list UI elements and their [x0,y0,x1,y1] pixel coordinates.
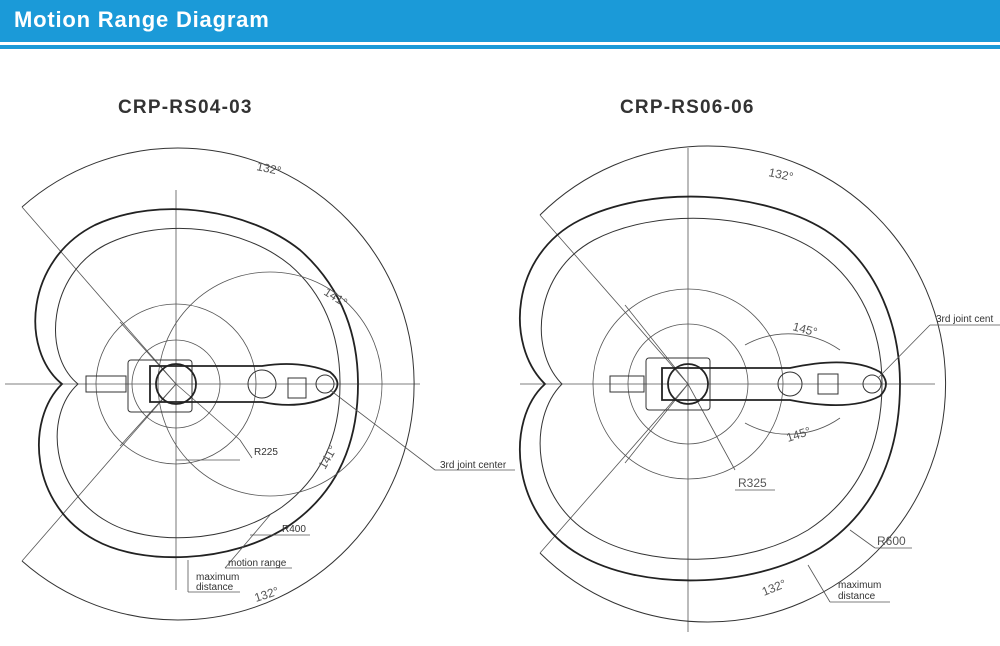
left-inner-circle-r225 [95,303,257,465]
right-angle-145-top: 145° [791,319,819,339]
left-arm-outline [149,363,339,406]
left-dim-line-c [175,383,241,441]
left-radius-r225: R225 [254,447,278,458]
right-r325-leader [687,383,736,471]
right-arc-145-bottom [744,417,841,435]
right-angle-145-bottom: 145° [785,424,813,445]
right-inner-circle-small [627,323,749,445]
right-tool-box [817,373,839,395]
page-title: Motion Range Diagram [14,7,270,32]
model-title-right: CRP-RS06-06 [620,97,755,118]
left-angle-141-bottom: 141° [315,443,340,472]
left-r225-leader-tip [239,439,253,459]
model-title-left: CRP-RS04-03 [118,97,253,118]
left-cable-connector [85,375,127,393]
left-joint1 [155,363,197,405]
left-angle-141-top: 141° [321,285,350,310]
right-base-plate [645,357,711,411]
right-angle-132-top: 132° [767,165,794,184]
right-motion-range-outer [518,195,901,582]
left-joint3 [315,374,335,394]
left-angle-132-bottom: 132° [253,584,281,605]
left-limit-line-bottom [21,383,177,562]
right-joint1 [667,363,709,405]
right-label-max-line1: maximum [838,580,881,591]
right-joint-leader [877,324,931,379]
right-joint2 [777,371,803,397]
left-inner-circle-small [131,339,221,429]
right-label-max-line2: distance [838,591,876,602]
right-dim-line-a [624,304,689,385]
left-radius-r400: R400 [282,524,306,535]
right-max-leader [807,564,831,603]
left-motion-range-outer [34,208,359,559]
left-limit-line-top [21,206,177,385]
right-arm-outline [661,361,887,407]
left-motion-range-leader [224,514,271,569]
left-dim-line-a [119,321,177,385]
left-joint2 [247,369,277,399]
right-radius-r600: R600 [877,534,906,548]
right-joint3 [862,374,882,394]
right-arc-145-top [744,333,841,351]
left-label-joint: 3rd joint center [440,460,507,471]
left-max-distance-arc [21,147,415,621]
left-motion-range-inner [55,227,341,539]
right-dim-line-b [624,383,689,464]
right-radius-r325: R325 [738,476,767,490]
right-angle-132-bottom: 132° [760,576,788,598]
right-label-joint: 3rd joint cent [936,314,993,325]
right-inner-circle-r325 [592,288,784,480]
right-max-distance-arc [539,145,947,623]
left-angle-132-top: 132° [255,159,282,178]
header-banner: Motion Range Diagram [0,0,1000,45]
diagram-left: 132° 141° 141° 132° R225 R400 motion ran… [5,147,515,621]
left-dim-line-b [119,383,177,447]
left-label-max-line2: distance [196,582,234,593]
right-limit-line-bottom [539,383,689,554]
right-motion-range-inner [539,217,883,560]
right-cable-connector [609,375,645,393]
right-r600-leader [849,529,876,549]
right-limit-line-top [539,214,689,385]
left-label-motion-range: motion range [228,558,287,569]
left-base-plate [127,359,193,413]
diagram-right: 132° 145° 145° 132° R325 R600 maximum di… [518,145,1000,632]
left-joint-leader [329,389,436,471]
left-joint-circle [157,271,383,497]
left-tool-box [287,377,307,399]
left-label-max-line1: maximum [196,572,239,583]
